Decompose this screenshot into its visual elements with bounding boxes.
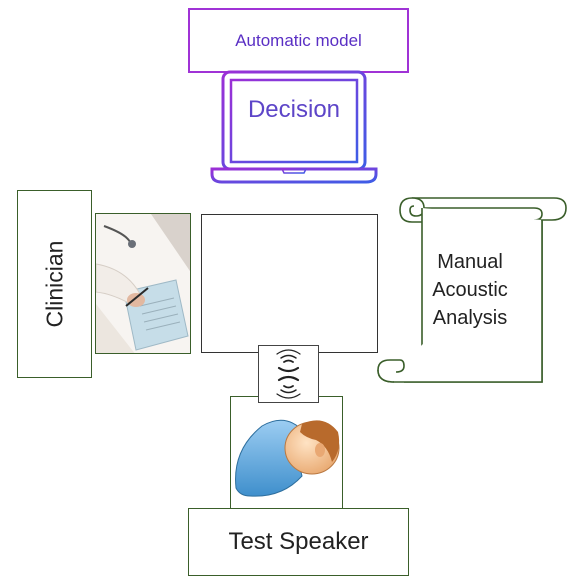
clinician-box: Clinician	[17, 190, 92, 378]
test-speaker-box: Test Speaker	[188, 508, 409, 576]
manual-analysis-line-1: Manual	[437, 251, 503, 273]
clinician-photo-illustration	[96, 214, 190, 353]
clinician-photo	[95, 213, 191, 354]
manual-analysis-line-2: Acoustic	[432, 279, 508, 301]
test-speaker-label: Test Speaker	[228, 528, 369, 555]
automatic-model-box: Automatic model	[188, 8, 409, 73]
laptop-screen-text: Decision	[247, 96, 341, 123]
manual-acoustic-analysis-label: Manual Acoustic Analysis	[404, 248, 536, 332]
waveform-icon	[213, 271, 366, 313]
automatic-model-label: Automatic model	[235, 30, 362, 50]
sound-wave-icon	[276, 349, 301, 399]
speaker-head-icon	[235, 419, 340, 497]
sound-wave-box	[258, 345, 319, 403]
scroll-icon	[377, 197, 567, 383]
waveform-box	[201, 214, 378, 353]
clinician-label: Clinician	[41, 240, 67, 328]
manual-analysis-line-3: Analysis	[432, 307, 508, 329]
laptop-icon	[210, 70, 378, 184]
